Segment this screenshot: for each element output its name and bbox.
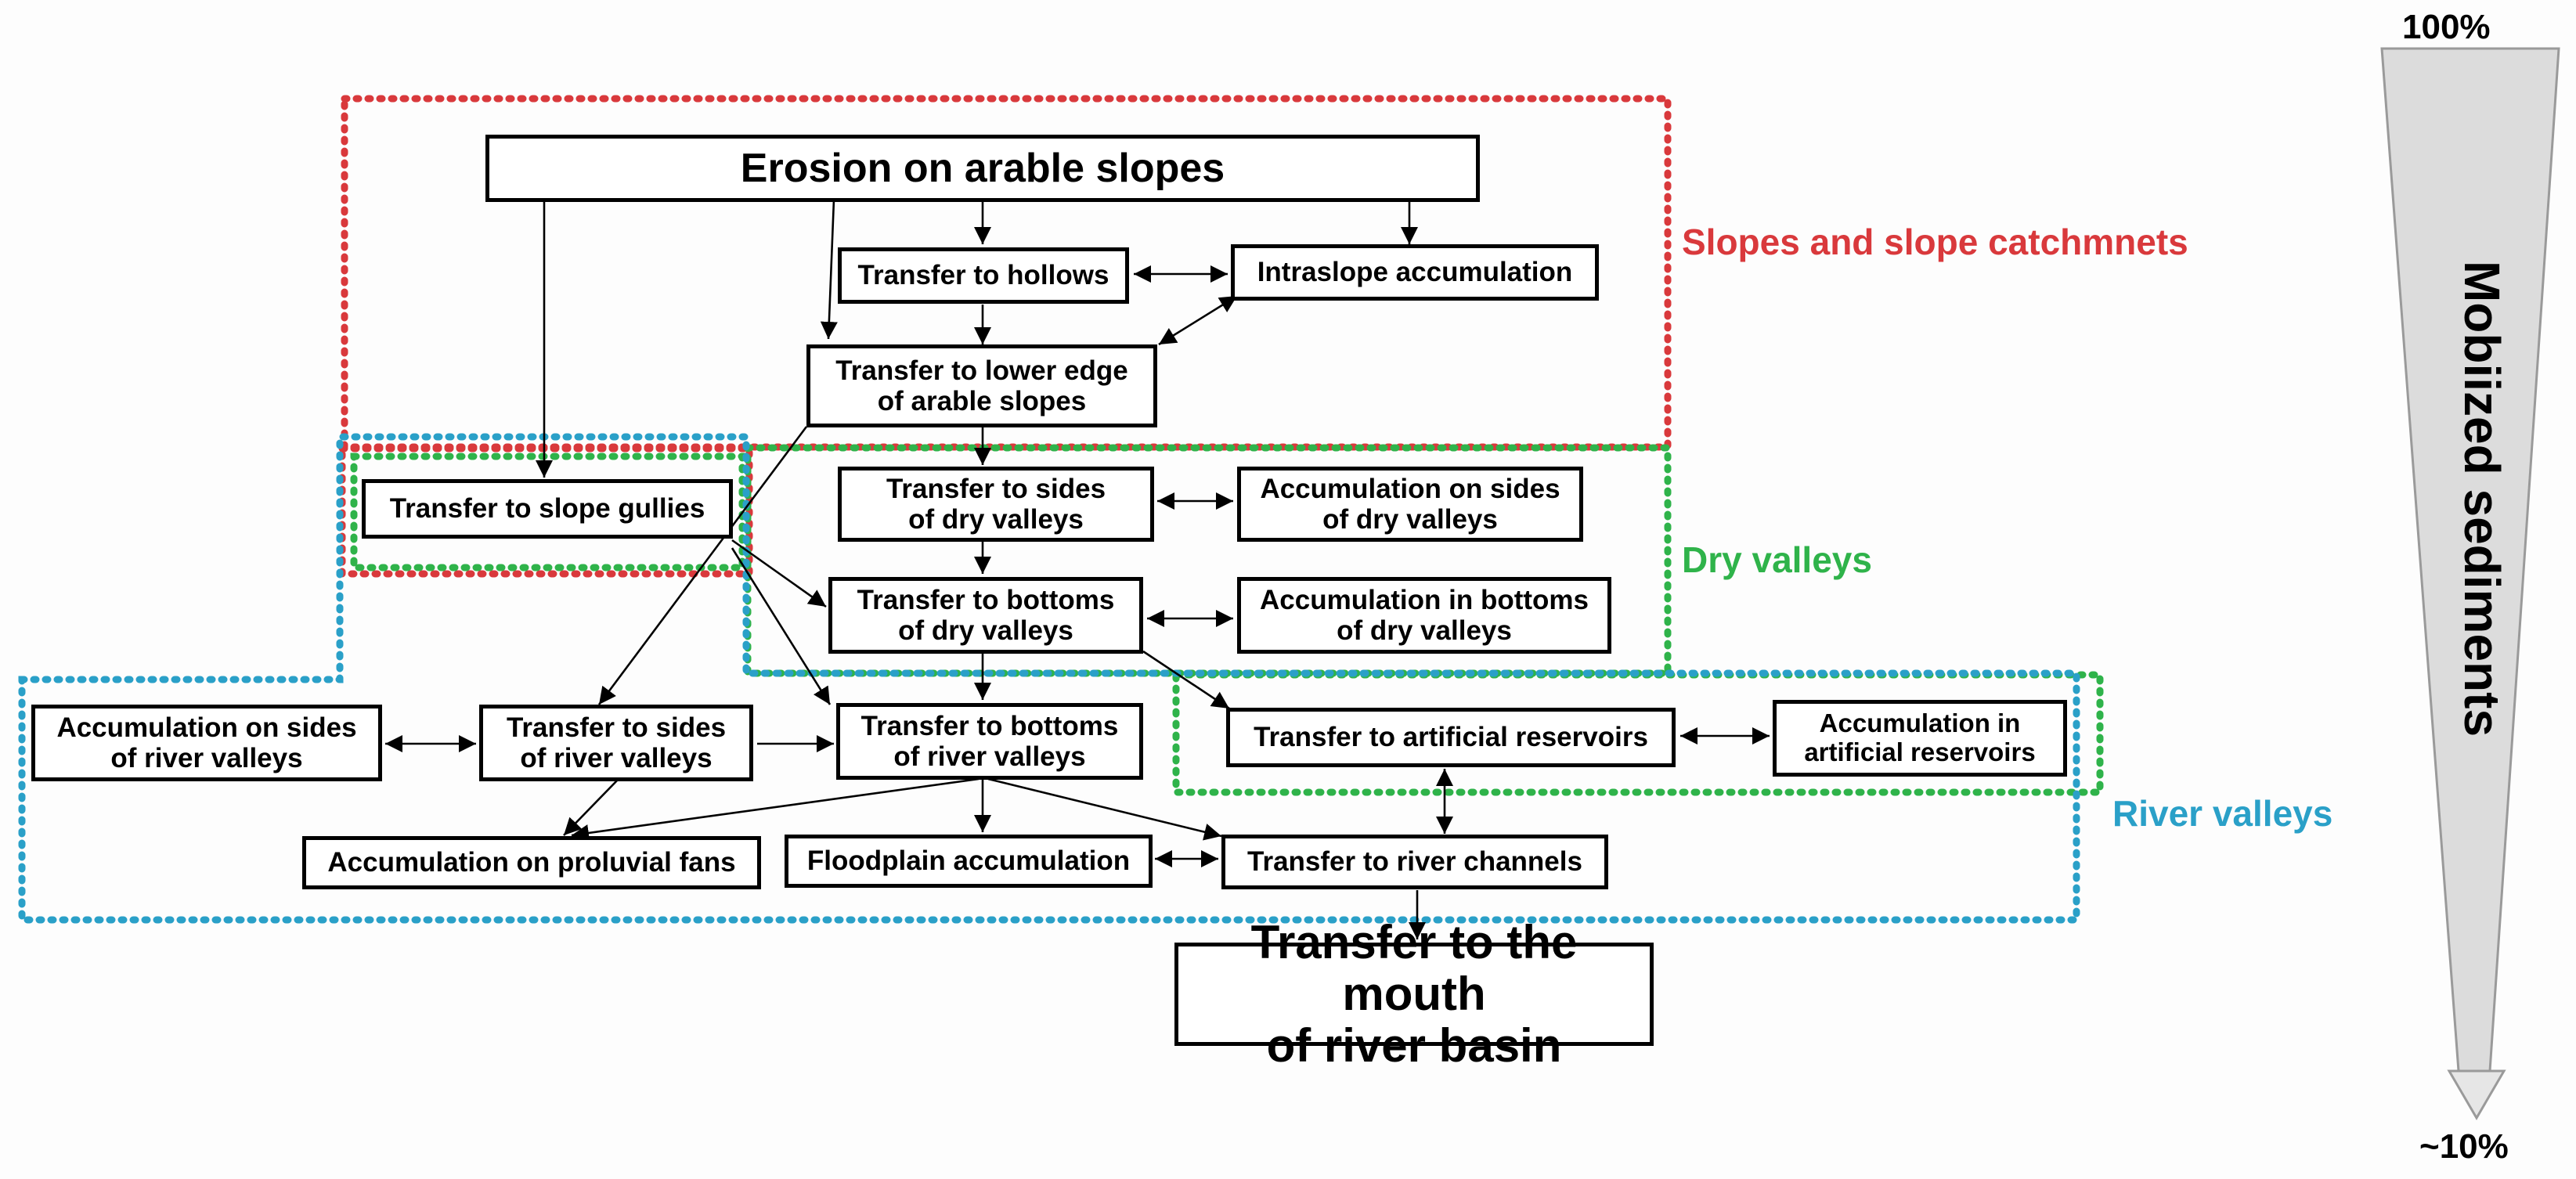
arrow-riverbottoms-channels [987,777,1222,841]
zone-label-river-valleys: River valleys [2112,793,2333,834]
node-dry-sides: Transfer to sides of dry valleys [838,467,1154,542]
arrow-loweredge-intraslope [1158,294,1238,346]
node-lower-edge: Transfer to lower edge of arable slopes [806,344,1157,427]
arrow-gullies-riverbottoms [731,547,832,705]
wedge-tip [2447,1069,2506,1120]
node-mouth: Transfer to the mouth of river basin [1174,917,1654,1072]
node-floodplain: Floodplain accumulation [785,835,1153,888]
node-acc-dry-sides: Accumulation on sides of dry valleys [1237,467,1583,542]
node-intraslope: Intraslope accumulation [1231,244,1599,301]
node-channels: Transfer to river channels [1221,835,1608,889]
node-acc-dry-bottoms: Accumulation in bottoms of dry valleys [1237,577,1611,654]
node-river-sides: Transfer to sides of river valleys [479,705,753,781]
zone-label-dry-valleys: Dry valleys [1682,539,1872,580]
node-river-bottoms: Transfer to bottoms of river valleys [836,703,1143,780]
node-acc-reservoirs: Accumulation in artificial reservoirs [1773,700,2067,777]
node-dry-bottoms: Transfer to bottoms of dry valleys [828,577,1143,654]
node-erosion: Erosion on arable slopes [485,135,1480,202]
node-slope-gullies: Transfer to slope gullies [362,479,733,539]
node-hollows: Transfer to hollows [838,247,1129,304]
node-reservoirs: Transfer to artificial reservoirs [1226,708,1676,767]
scale-top-label: 100% [2402,8,2491,46]
zone-label-slopes: Slopes and slope catchmnets [1682,222,2188,262]
arrow-riverbottoms-proluvial [571,777,980,842]
slopes-zone-outline [341,95,1672,451]
node-proluvial: Accumulation on proluvial fans [302,836,761,889]
arrow-erosion-loweredge [820,199,838,340]
arrow-loweredge-riversides [597,426,808,705]
flow-arrows [385,199,1770,939]
scale-title: Mobiized sediments [2454,260,2510,737]
arrow-riversides-proluvial [563,778,619,836]
node-acc-river-sides: Accumulation on sides of river valleys [31,705,382,781]
arrow-gullies-drybottoms [731,539,827,608]
arrow-drybottoms-reservoirs [1142,650,1230,710]
scale-bottom-label: ~10% [2419,1127,2509,1166]
zone-outlines [18,95,2104,924]
river-valleys-zone-outline [18,433,2080,924]
